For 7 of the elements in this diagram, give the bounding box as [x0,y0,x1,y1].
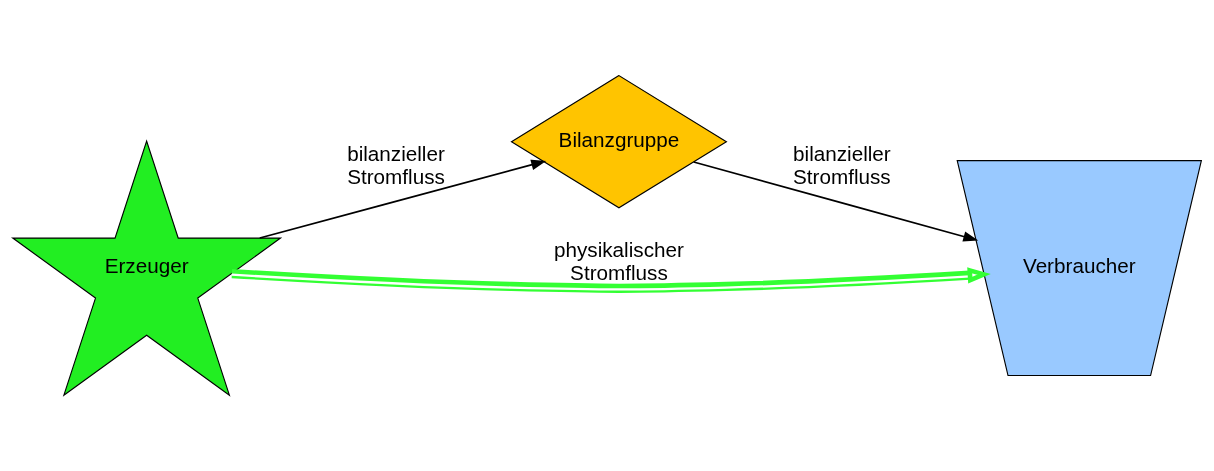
edge-label: bilanzieller Stromfluss [347,141,445,188]
arrow [692,161,979,242]
arrow [231,267,991,293]
edge-label: bilanzieller Stromfluss [793,141,891,188]
node-diamond: Bilanzgruppe [510,74,728,209]
arrow [258,159,547,239]
edge-label: physikalischer Stromfluss [554,238,684,285]
